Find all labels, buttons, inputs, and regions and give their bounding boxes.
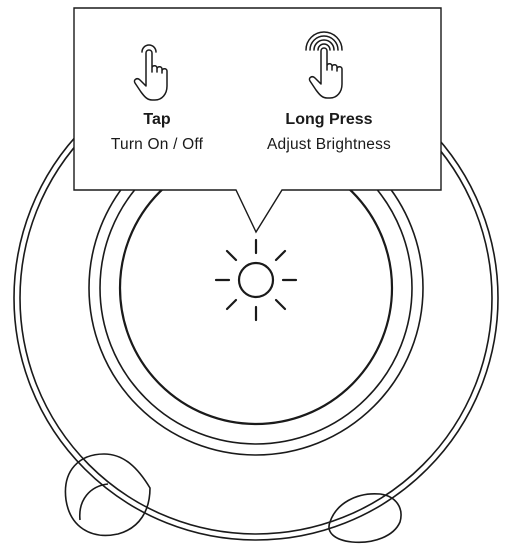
- sun-brightness-icon: [214, 238, 298, 322]
- callout-box: [73, 7, 442, 234]
- right-foot: [328, 493, 402, 544]
- left-foot: [64, 453, 151, 537]
- long-press-action: Adjust Brightness: [266, 136, 392, 153]
- long-press-title: Long Press: [285, 111, 373, 128]
- tap-hand-icon: [133, 44, 168, 101]
- tap-title: Tap: [143, 111, 171, 128]
- long-press-hand-icon: [305, 31, 343, 99]
- left-foot-inner: [79, 483, 109, 521]
- tap-action: Turn On / Off: [110, 136, 204, 153]
